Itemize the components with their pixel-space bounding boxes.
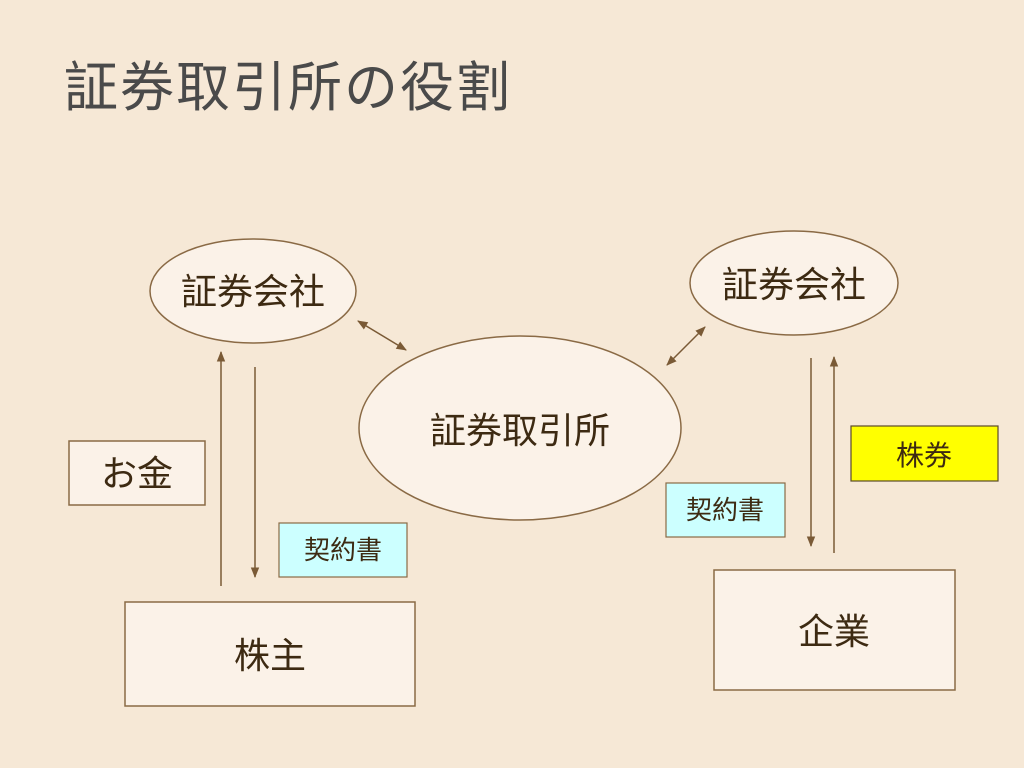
money-label: お金 (101, 454, 173, 495)
exchange-label: 証券取引所 (430, 411, 610, 452)
contract-left-label: 契約書 (304, 536, 382, 566)
broker-right-label: 証券会社 (722, 265, 866, 306)
money-tag: お金 (68, 440, 206, 506)
arrow-exchange-broker-right (666, 326, 706, 366)
company-label: 企業 (798, 612, 870, 653)
shareholder-label: 株主 (234, 636, 306, 677)
shareholder-node: 株主 (124, 601, 416, 707)
broker-right-node: 証券会社 (689, 230, 899, 336)
slide-title: 証券取引所の役割 (64, 56, 512, 119)
company-node: 企業 (713, 569, 956, 691)
broker-left-node: 証券会社 (149, 238, 357, 344)
stock-tag: 株券 (850, 425, 999, 482)
contract-right-label: 契約書 (686, 496, 764, 526)
contract-right-tag: 契約書 (665, 482, 786, 538)
contract-left-tag: 契約書 (278, 522, 408, 578)
arrow-broker-left-exchange (357, 320, 407, 351)
exchange-node: 証券取引所 (358, 335, 682, 521)
broker-left-label: 証券会社 (181, 272, 325, 313)
stock-label: 株券 (896, 439, 952, 472)
